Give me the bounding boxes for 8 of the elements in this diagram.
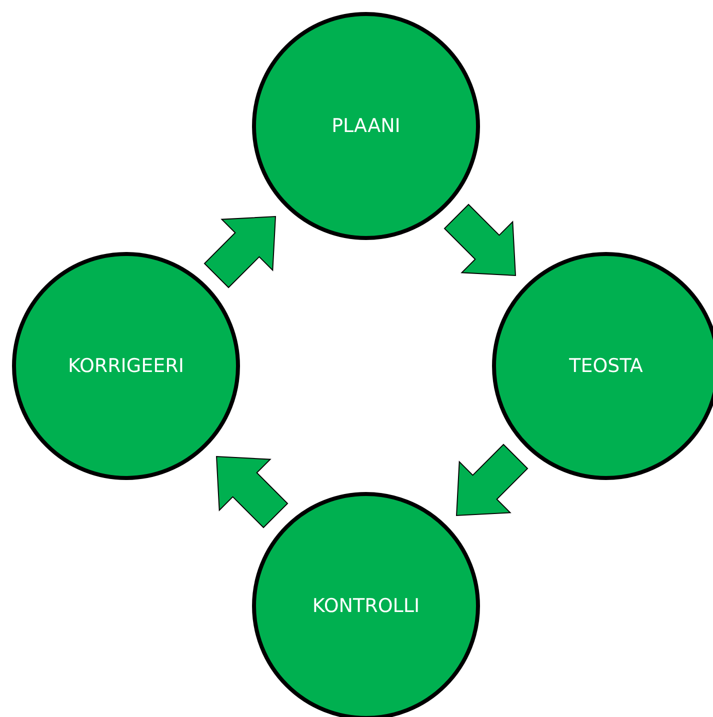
block-arrow xyxy=(204,216,276,288)
node-label: PLAANI xyxy=(332,114,400,139)
block-arrow xyxy=(216,456,288,528)
block-arrow xyxy=(444,204,516,276)
node-label: KONTROLLI xyxy=(312,594,420,619)
block-arrow xyxy=(456,444,528,516)
node-label: KORRIGEERI xyxy=(68,354,184,379)
node-label: TEOSTA xyxy=(569,354,643,379)
